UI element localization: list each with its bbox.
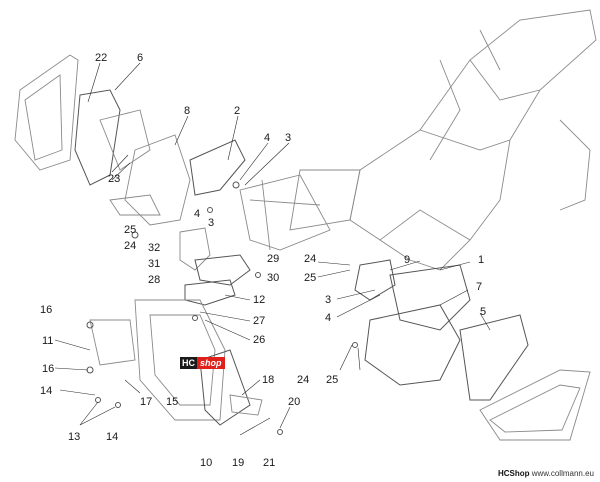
frame-drawing — [239, 9, 597, 271]
callout-label: 14 — [40, 385, 52, 397]
callout-label: 16 — [40, 304, 52, 316]
callout-label: 20 — [288, 396, 300, 408]
badge-shop: shop — [197, 357, 225, 369]
callout-label: 4 — [325, 312, 331, 324]
callout-label: 27 — [253, 315, 265, 327]
inner-panels-drawing — [109, 134, 246, 226]
callout-label: 18 — [262, 374, 274, 386]
callout-label: 32 — [148, 242, 160, 254]
radiator-drawing — [89, 299, 263, 426]
callout-label: 2 — [234, 105, 240, 117]
bracket-drawing — [179, 227, 251, 306]
callout-label: 24 — [304, 253, 316, 265]
callout-label: 8 — [184, 105, 190, 117]
callout-label: 3 — [285, 132, 291, 144]
callout-label: 25 — [304, 272, 316, 284]
callout-label: 14 — [106, 431, 118, 443]
callout-label: 12 — [253, 294, 265, 306]
credit-site: www.collmann.eu — [529, 469, 594, 478]
callout-label: 9 — [404, 254, 410, 266]
callout-label: 7 — [476, 281, 482, 293]
badge-hc: HC — [180, 357, 197, 369]
callout-label: 31 — [148, 258, 160, 270]
callout-label: 29 — [267, 253, 279, 265]
callout-label: 10 — [200, 457, 212, 469]
callout-label: 15 — [166, 396, 178, 408]
callout-label: 3 — [208, 217, 214, 229]
callout-label: 1 — [478, 254, 484, 266]
callout-label: 25 — [124, 224, 136, 236]
callout-label: 16 — [42, 363, 54, 375]
right-side-panels-drawing — [354, 259, 591, 441]
callout-label: 21 — [263, 457, 275, 469]
callout-label: 3 — [325, 294, 331, 306]
callout-label: 28 — [148, 274, 160, 286]
callout-label: 5 — [480, 306, 486, 318]
front-fairing-drawing — [14, 54, 151, 186]
callout-label: 24 — [297, 374, 309, 386]
callout-label: 23 — [108, 173, 120, 185]
credit-brand: HCShop — [497, 469, 530, 478]
callout-label: 4 — [194, 208, 200, 220]
callout-label: 26 — [253, 334, 265, 346]
callout-label: 4 — [264, 132, 270, 144]
callout-label: 17 — [140, 396, 152, 408]
callout-label: 22 — [95, 52, 107, 64]
callout-label: 11 — [42, 335, 53, 347]
fasteners-drawing — [86, 181, 358, 435]
leader-lines — [54, 62, 491, 436]
callout-labels: 22 6 8 2 4 3 23 4 3 25 32 24 31 28 29 30… — [40, 52, 486, 469]
callout-label: 6 — [137, 52, 143, 64]
callout-label: 19 — [232, 457, 244, 469]
callout-label: 24 — [124, 240, 136, 252]
callout-label: 30 — [267, 272, 279, 284]
credit-footer: HCShop www.collmann.eu — [498, 469, 594, 478]
hcshop-badge: HC shop — [180, 357, 225, 369]
callout-label: 13 — [68, 431, 80, 443]
callout-label: 25 — [326, 374, 338, 386]
